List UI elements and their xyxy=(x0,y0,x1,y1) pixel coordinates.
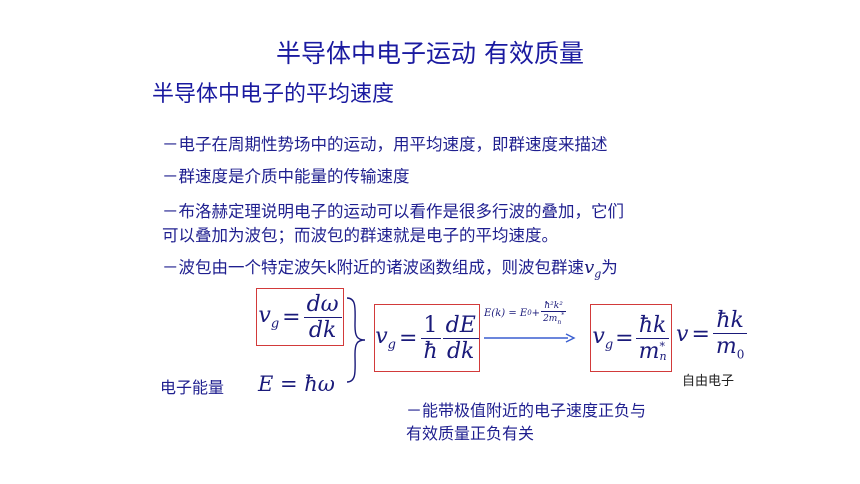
note-line-1: －能带极值附近的电子速度正负与 xyxy=(406,401,647,420)
vg-inline-symbol: vg xyxy=(584,257,602,281)
fraction-de-dk: dE dk xyxy=(442,313,479,364)
formula-vg-3: vg xyxy=(592,323,614,353)
fraction-dk: dk xyxy=(446,338,475,364)
bullet-wave-vector-text: －波包由一个特定波矢k附近的诸波函数组成，则波包群速 xyxy=(162,258,585,277)
energy-formula: E = ħω xyxy=(258,372,335,396)
free-electron-formula: v= ħk m0 xyxy=(676,308,747,361)
bullet-group-velocity: －电子在周期性势场中的运动，用平均速度，即群速度来描述 xyxy=(162,135,608,154)
fraction-numerator: dω xyxy=(303,292,342,318)
page-subtitle: 半导体中电子的平均速度 xyxy=(152,82,395,107)
bullet-wave-vector: －波包由一个特定波矢k附近的诸波函数组成，则波包群速vg为 xyxy=(162,257,618,286)
dispersion-fraction: ħ²k² 2mn* xyxy=(541,301,566,326)
fraction-hbar: ħ xyxy=(423,338,438,364)
fraction-denominator: dk xyxy=(308,317,337,343)
bullet-wave-packet: 可以叠加为波包；而波包的群速就是电子的平均速度。 xyxy=(162,226,558,245)
formula-box-effective-mass: vg= ħk m*n xyxy=(590,304,672,372)
electron-energy-label: 电子能量 xyxy=(160,378,225,397)
note-line-2: 有效质量正负有关 xyxy=(406,424,535,443)
formula-box-domega-dk: vg= dω dk xyxy=(256,288,344,346)
page-title: 半导体中电子运动 有效质量 xyxy=(276,39,584,68)
bullet-bloch-theorem: －布洛赫定理说明电子的运动可以看作是很多行波的叠加，它们 xyxy=(162,202,624,221)
fraction-mn: m*n xyxy=(638,338,667,364)
fraction-domega-dk: dω dk xyxy=(303,292,342,343)
fraction-hk-mn: ħk m*n xyxy=(635,313,670,364)
fraction-hk-m0: ħk m0 xyxy=(713,308,748,361)
formula-vg: vg xyxy=(258,302,280,332)
brace-icon xyxy=(346,297,366,383)
fraction-one: 1 xyxy=(420,313,441,339)
free-electron-label: 自由电子 xyxy=(682,374,735,389)
fraction-hk: ħk xyxy=(635,313,670,339)
arrow-icon xyxy=(484,333,576,343)
bullet-wave-vector-suffix: 为 xyxy=(601,258,618,277)
formula-box-de-dk: vg= 1 ħ dE dk xyxy=(374,304,480,372)
fraction-one-hbar: 1 ħ xyxy=(420,313,441,364)
bullet-energy-transport: －群速度是介质中能量的传输速度 xyxy=(162,167,410,186)
formula-vg-2: vg xyxy=(375,323,396,353)
fraction-de: dE xyxy=(442,313,479,339)
